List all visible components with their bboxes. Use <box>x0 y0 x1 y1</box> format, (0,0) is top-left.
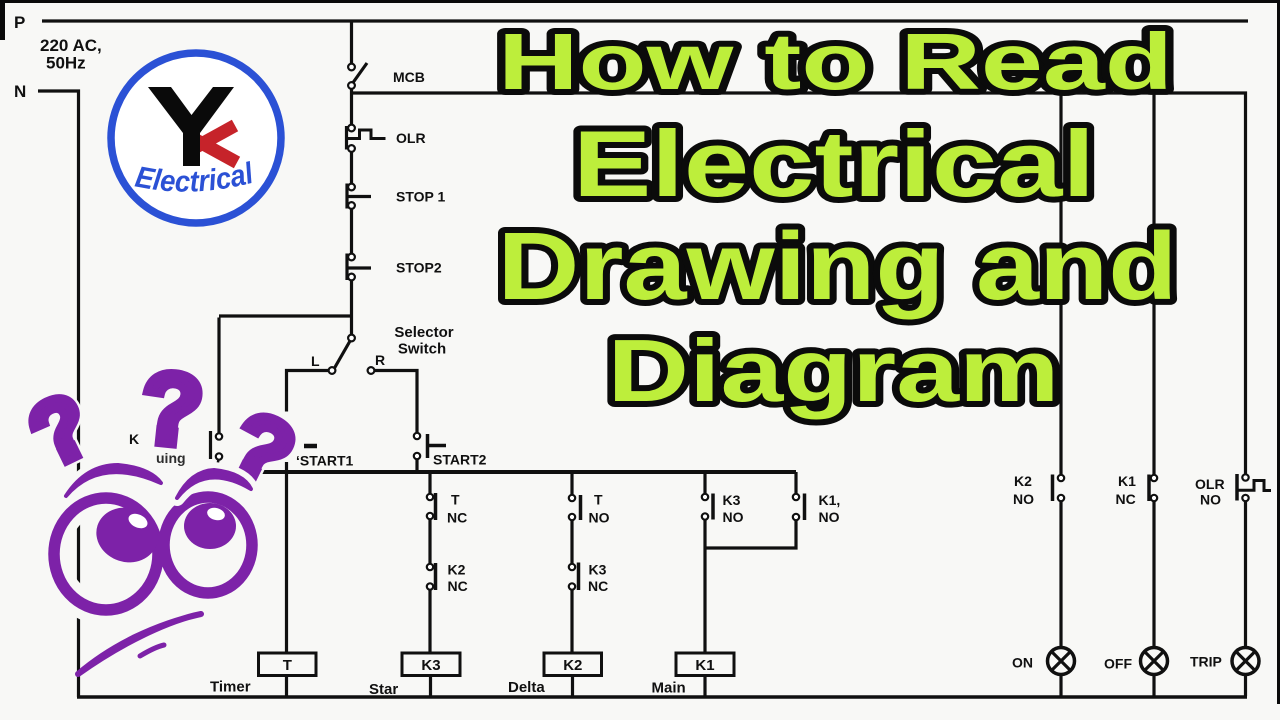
svg-text:K2: K2 <box>1014 473 1032 489</box>
svg-text:ON: ON <box>1012 655 1033 671</box>
svg-text:NO: NO <box>589 510 610 526</box>
svg-text:NC: NC <box>588 578 608 594</box>
svg-text:220 AC,: 220 AC, <box>40 36 102 55</box>
svg-text:Drawing and: Drawing and <box>498 213 1178 320</box>
svg-text:T: T <box>283 657 292 674</box>
svg-text:N: N <box>14 82 26 101</box>
svg-text:NC: NC <box>447 510 467 526</box>
svg-text:STOP2: STOP2 <box>396 260 442 276</box>
svg-text:START2: START2 <box>433 452 487 468</box>
svg-text:NO: NO <box>1013 491 1034 507</box>
svg-text:Delta: Delta <box>508 679 545 696</box>
svg-text:OLR: OLR <box>396 130 426 146</box>
svg-text:K3: K3 <box>421 657 440 674</box>
svg-text:NC: NC <box>448 578 468 594</box>
svg-text:Switch: Switch <box>398 341 446 358</box>
svg-text:K3: K3 <box>589 562 607 578</box>
svg-text:T: T <box>594 492 603 508</box>
svg-text:?: ? <box>135 349 209 469</box>
svg-text:Timer: Timer <box>210 679 251 696</box>
svg-text:L: L <box>311 353 320 369</box>
svg-text:Main: Main <box>652 680 686 697</box>
svg-text:R: R <box>375 352 385 368</box>
svg-text:K2: K2 <box>448 562 466 578</box>
svg-text:T: T <box>451 492 460 508</box>
svg-text:Diagram: Diagram <box>608 321 1060 420</box>
svg-text:Selector: Selector <box>394 324 453 341</box>
svg-text:K2: K2 <box>563 657 582 674</box>
svg-text:NO: NO <box>1200 492 1221 508</box>
svg-text:Electrical: Electrical <box>573 111 1095 216</box>
svg-text:P: P <box>14 13 25 32</box>
svg-text:ʻSTART1: ʻSTART1 <box>296 453 354 469</box>
svg-text:NO: NO <box>723 509 744 525</box>
svg-text:K: K <box>129 431 139 447</box>
svg-text:K1: K1 <box>1118 473 1136 489</box>
svg-text:Star: Star <box>369 681 398 698</box>
svg-text:K1: K1 <box>695 657 714 674</box>
svg-text:NC: NC <box>1116 491 1136 507</box>
svg-text:TRIP: TRIP <box>1190 654 1222 670</box>
svg-text:50Hz: 50Hz <box>46 54 86 73</box>
svg-text:MCB: MCB <box>393 69 425 85</box>
svg-text:How to Read: How to Read <box>498 17 1173 106</box>
svg-text:OFF: OFF <box>1104 656 1132 672</box>
svg-text:OLR: OLR <box>1195 476 1225 492</box>
svg-text:NO: NO <box>819 509 840 525</box>
svg-text:uing: uing <box>156 450 186 466</box>
svg-text:K3: K3 <box>723 492 741 508</box>
svg-text:K1,: K1, <box>819 492 841 508</box>
svg-text:STOP 1: STOP 1 <box>396 189 446 205</box>
